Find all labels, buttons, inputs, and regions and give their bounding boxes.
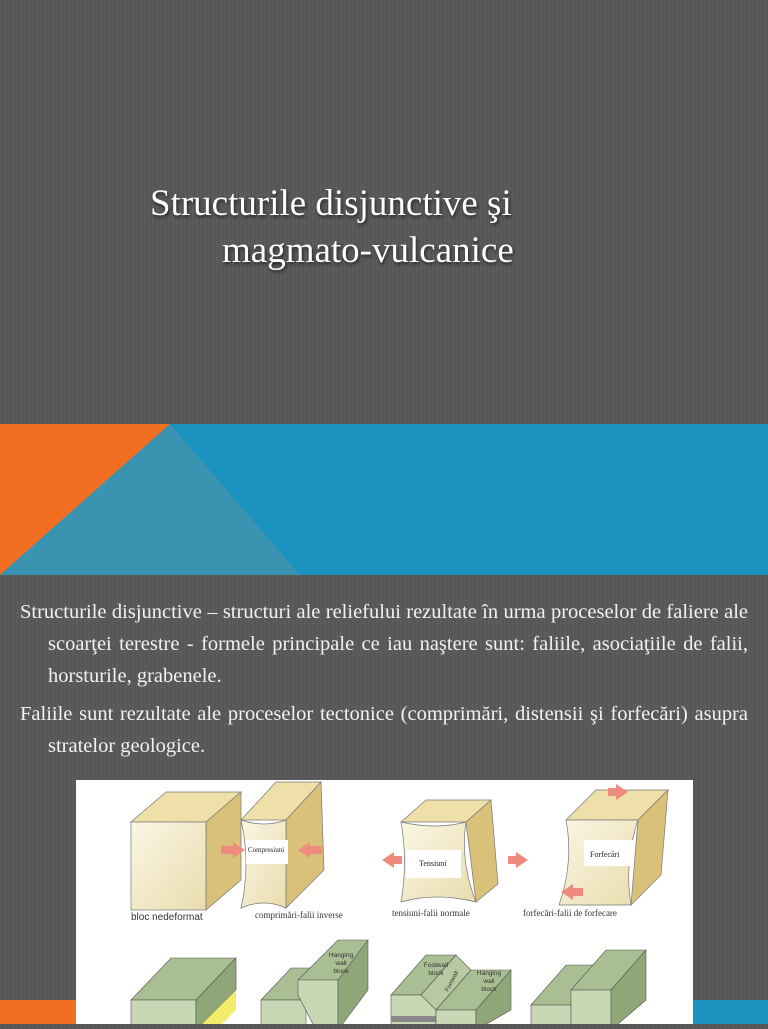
- svg-text:tensiuni-falii normale: tensiuni-falii normale: [392, 908, 470, 918]
- paragraph: Structurile disjunctive – structuri ale …: [20, 601, 748, 687]
- horizontal-strata-block: [130, 957, 237, 1029]
- paragraph: Faliile sunt rezultate ale proceselor te…: [20, 703, 748, 757]
- svg-text:comprimări-falii inverse: comprimări-falii inverse: [255, 910, 343, 920]
- band-teal-triangle: [0, 424, 300, 575]
- svg-text:Forfecări: Forfecări: [590, 850, 620, 859]
- title-line-1: Structurile disjunctive şi: [150, 183, 512, 224]
- compression-block: Compresiuni comprimări-falii inverse: [221, 781, 343, 920]
- svg-text:forfecări-falii de forfecare: forfecări-falii de forfecare: [523, 908, 617, 918]
- strike-slip-fault-block: [530, 949, 647, 1029]
- slide-title: Structurile disjunctive şi magmato-vulca…: [150, 180, 630, 274]
- tension-block: Tensiuni tensiuni-falii normale: [382, 799, 528, 918]
- title-line-2: magmato-vulcanice: [222, 230, 514, 271]
- decorative-band: [0, 424, 768, 575]
- orange-corner-accent: [0, 1000, 76, 1024]
- slide-body: Structurile disjunctive – structuri ale …: [20, 596, 748, 768]
- undeformed-block: bloc nedeformat: [130, 791, 242, 923]
- svg-text:Compresiuni: Compresiuni: [248, 846, 284, 854]
- shear-block: Forfecări forfecări-falii de forfecare: [523, 784, 669, 918]
- blue-corner-accent: [693, 1000, 768, 1024]
- fault-diagram: bloc nedeformat Compresiuni comprimări-f…: [76, 780, 693, 1029]
- svg-text:Tensiuni: Tensiuni: [419, 859, 447, 868]
- svg-text:bloc nedeformat: bloc nedeformat: [131, 912, 203, 923]
